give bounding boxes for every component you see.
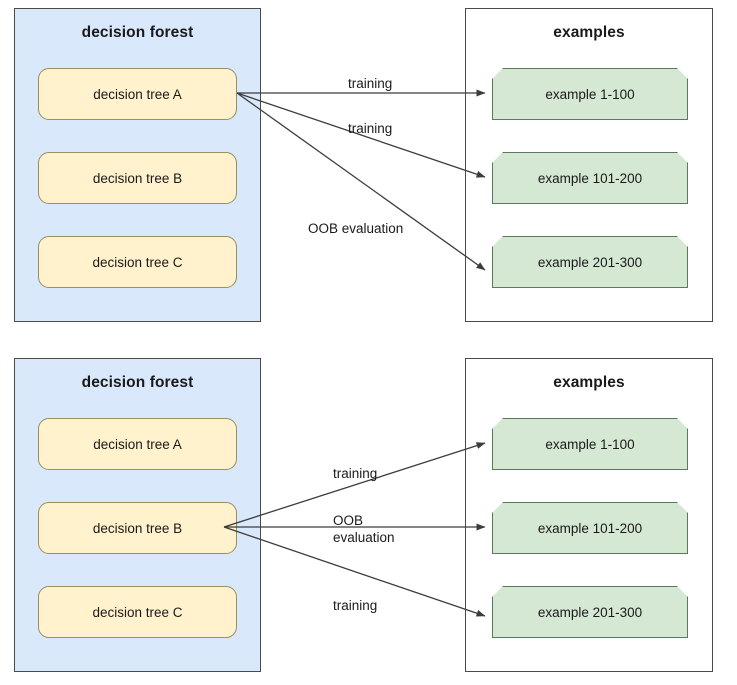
example-box-label: example 1-100 — [545, 86, 635, 102]
document-shape — [492, 586, 688, 638]
edge-label-training-1: training — [348, 76, 393, 91]
diagram-decision-tree-b: decision forest decision tree A decision… — [0, 358, 737, 680]
forest-panel-title: decision forest — [81, 374, 194, 391]
document-shape — [492, 68, 688, 120]
examples-panel: examples example 1-100 example 101-200 e… — [465, 8, 713, 322]
tree-box-b[interactable]: decision tree B — [38, 152, 237, 204]
document-shape — [492, 152, 688, 204]
edge-label-training-1: training — [333, 466, 378, 481]
document-shape — [492, 418, 688, 470]
tree-box-label: decision tree C — [92, 604, 183, 620]
forest-panel-title: decision forest — [81, 24, 194, 41]
example-box-201-300[interactable]: example 201-300 — [492, 586, 688, 638]
forest-panel: decision forest decision tree A decision… — [14, 358, 261, 672]
tree-box-a[interactable]: decision tree A — [38, 68, 237, 120]
example-box-label: example 101-200 — [537, 520, 643, 536]
examples-panel-title: examples — [553, 24, 625, 41]
tree-box-label: decision tree C — [92, 254, 183, 270]
example-box-label: example 101-200 — [537, 170, 643, 186]
tree-box-label: decision tree A — [93, 86, 182, 102]
edge-label-oob-evaluation: OOB evaluation — [308, 221, 404, 236]
example-box-label: example 1-100 — [545, 436, 635, 452]
example-box-label: example 201-300 — [537, 604, 643, 620]
tree-box-b[interactable]: decision tree B — [38, 502, 237, 554]
tree-box-c[interactable]: decision tree C — [38, 586, 237, 638]
edge-label-oob-evaluation: OOB evaluation — [333, 513, 395, 545]
example-box-label: example 201-300 — [537, 254, 643, 270]
tree-box-label: decision tree B — [92, 170, 183, 186]
tree-box-label: decision tree B — [92, 520, 183, 536]
examples-panel: examples example 1-100 example 101-200 e… — [465, 358, 713, 672]
example-box-201-300[interactable]: example 201-300 — [492, 236, 688, 288]
edge-label-training-2: training — [348, 121, 393, 136]
example-box-101-200[interactable]: example 101-200 — [492, 502, 688, 554]
tree-box-a[interactable]: decision tree A — [38, 418, 237, 470]
forest-panel: decision forest decision tree A decision… — [14, 8, 261, 322]
examples-panel-title: examples — [553, 374, 625, 391]
example-box-101-200[interactable]: example 101-200 — [492, 152, 688, 204]
example-box-1-100[interactable]: example 1-100 — [492, 418, 688, 470]
document-shape — [492, 502, 688, 554]
example-box-1-100[interactable]: example 1-100 — [492, 68, 688, 120]
edge-label-training-2: training — [333, 598, 378, 613]
document-shape — [492, 236, 688, 288]
tree-box-label: decision tree A — [93, 436, 182, 452]
diagram-decision-tree-a: decision forest decision tree A decision… — [0, 8, 737, 330]
tree-box-c[interactable]: decision tree C — [38, 236, 237, 288]
edge-arrow-a-to-201-300 — [236, 92, 486, 271]
